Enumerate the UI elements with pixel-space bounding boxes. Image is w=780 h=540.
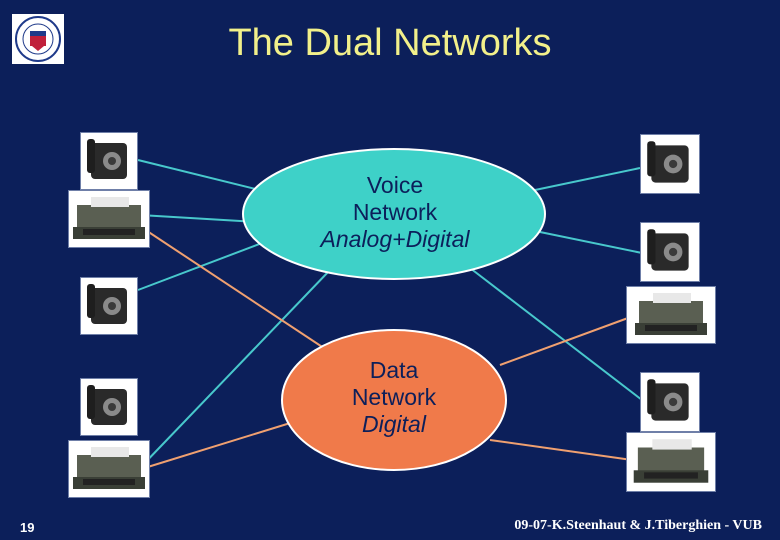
telephone-icon (647, 141, 689, 183)
teleprinter-device (626, 286, 716, 344)
teleprinter-device (68, 440, 150, 498)
telephone-icon (647, 229, 689, 271)
telephone-device (80, 277, 138, 335)
data-link (499, 317, 629, 366)
telephone-icon (87, 139, 127, 179)
telephone-device (640, 372, 700, 432)
university-logo (12, 14, 64, 64)
slide-title: The Dual Networks (228, 22, 552, 64)
voice-network-ellipse (242, 148, 546, 280)
teleprinter-icon (635, 293, 707, 335)
teleprinter-icon (73, 197, 145, 239)
telephone-device (80, 132, 138, 190)
data-network-ellipse (281, 329, 507, 471)
data-link (137, 419, 301, 471)
teleprinter-device (68, 190, 150, 248)
voice-link (539, 231, 643, 254)
data-network-line1: Data (369, 357, 419, 383)
teleprinter-icon (73, 447, 145, 489)
data-network-line2: Network (351, 384, 437, 410)
voice-link (137, 269, 331, 471)
data-link (489, 439, 633, 461)
teleprinter-device (626, 432, 716, 492)
voice-link (137, 239, 271, 291)
voice-network-line2: Network (352, 199, 438, 225)
voice-network-label: Voice Network Analog+Digital (244, 172, 546, 253)
data-network-line3: Digital (362, 411, 426, 437)
data-network-label: Data Network Digital (284, 357, 504, 438)
teleprinter-icon (633, 439, 709, 483)
voice-network-line1: Voice (366, 172, 424, 198)
voice-network-line3: Analog+Digital (320, 226, 470, 252)
page-number: 19 (20, 520, 35, 535)
footer-credit: 09-07-K.Steenhaut & J.Tiberghien - VUB (514, 518, 762, 533)
university-seal-icon (15, 16, 61, 62)
voice-link (469, 267, 643, 401)
telephone-device (640, 134, 700, 194)
telephone-device (80, 378, 138, 436)
voice-link (534, 167, 641, 191)
telephone-icon (87, 385, 127, 425)
voice-link (139, 214, 259, 223)
data-link (137, 224, 346, 363)
telephone-icon (87, 284, 127, 324)
telephone-icon (647, 379, 689, 421)
telephone-device (640, 222, 700, 282)
